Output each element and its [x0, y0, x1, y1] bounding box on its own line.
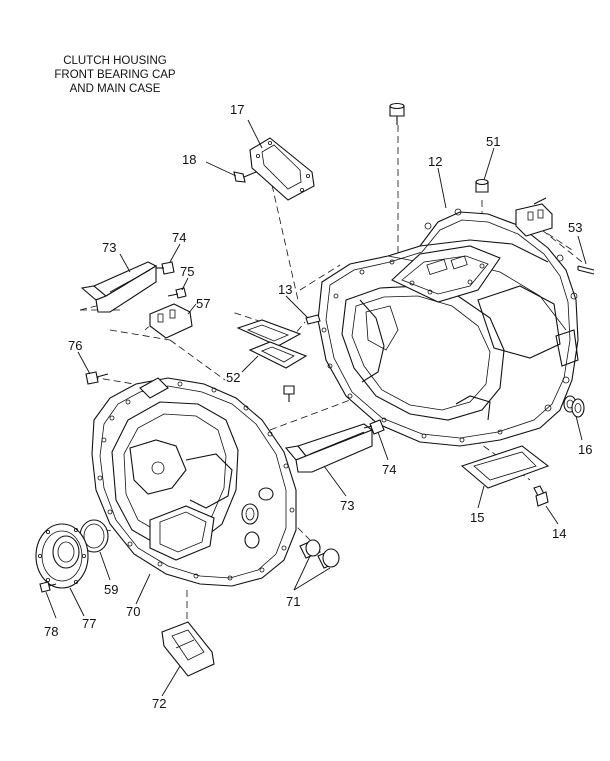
part-57-mount	[149, 303, 193, 339]
callout-73-lower: 73	[340, 498, 354, 513]
callout-73-upper: 73	[102, 240, 116, 255]
callout-52: 52	[226, 370, 240, 385]
callout-16: 16	[578, 442, 592, 457]
part-70-clutch-housing	[91, 377, 297, 587]
part-73-bracket-upper	[80, 261, 158, 313]
callout-77: 77	[82, 616, 96, 631]
callout-57: 57	[196, 296, 210, 311]
part-73-bracket-lower	[284, 423, 374, 473]
callout-51: 51	[486, 134, 500, 149]
part-78-bolt	[39, 581, 57, 593]
callout-75: 75	[180, 264, 194, 279]
title-line-3: AND MAIN CASE	[69, 83, 161, 95]
part-15-gasket	[460, 445, 550, 489]
callout-72: 72	[152, 696, 166, 711]
part-77-bearing-cap	[35, 523, 89, 589]
callout-labels: 17 18 51 12 53 73 74 75 57 13 76 52 16 7…	[44, 102, 592, 711]
part-17-cover	[249, 137, 315, 201]
callout-12: 12	[428, 154, 442, 169]
part-76-bolt	[85, 371, 109, 385]
part-13-dowel	[305, 314, 321, 325]
top-breather-plug	[389, 102, 405, 125]
part-71-bushings	[299, 539, 340, 569]
callout-71: 71	[286, 594, 300, 609]
part-51-plug	[475, 178, 489, 193]
callout-76: 76	[68, 338, 82, 353]
callout-18: 18	[182, 152, 196, 167]
title-line-1: CLUTCH HOUSING	[63, 55, 167, 67]
callout-53: 53	[568, 220, 582, 235]
part-16-seal	[563, 395, 585, 418]
diagram-title: CLUTCH HOUSING FRONT BEARING CAP AND MAI…	[40, 54, 190, 96]
part-12-main-case	[317, 208, 579, 447]
title-line-2: FRONT BEARING CAP	[54, 69, 176, 81]
part-53-pin	[577, 265, 595, 275]
callout-13: 13	[278, 282, 292, 297]
callout-78: 78	[44, 624, 58, 639]
part-57-bracket-right	[515, 197, 553, 237]
part-74-bolt-lower	[363, 419, 385, 435]
callout-17: 17	[230, 102, 244, 117]
part-18-bolt	[233, 171, 257, 183]
part-74-bolt-upper	[156, 261, 175, 275]
callout-74-lower: 74	[382, 462, 396, 477]
part-75-bolt	[167, 287, 187, 299]
callout-15: 15	[470, 510, 484, 525]
callout-70: 70	[126, 604, 140, 619]
callout-59: 59	[104, 582, 118, 597]
part-72-cover	[161, 621, 215, 677]
part-52-gasket	[236, 319, 308, 402]
callout-14: 14	[552, 526, 566, 541]
callout-74-upper: 74	[172, 230, 186, 245]
part-14-drain-plug	[533, 485, 549, 507]
leader-lines	[45, 119, 587, 697]
